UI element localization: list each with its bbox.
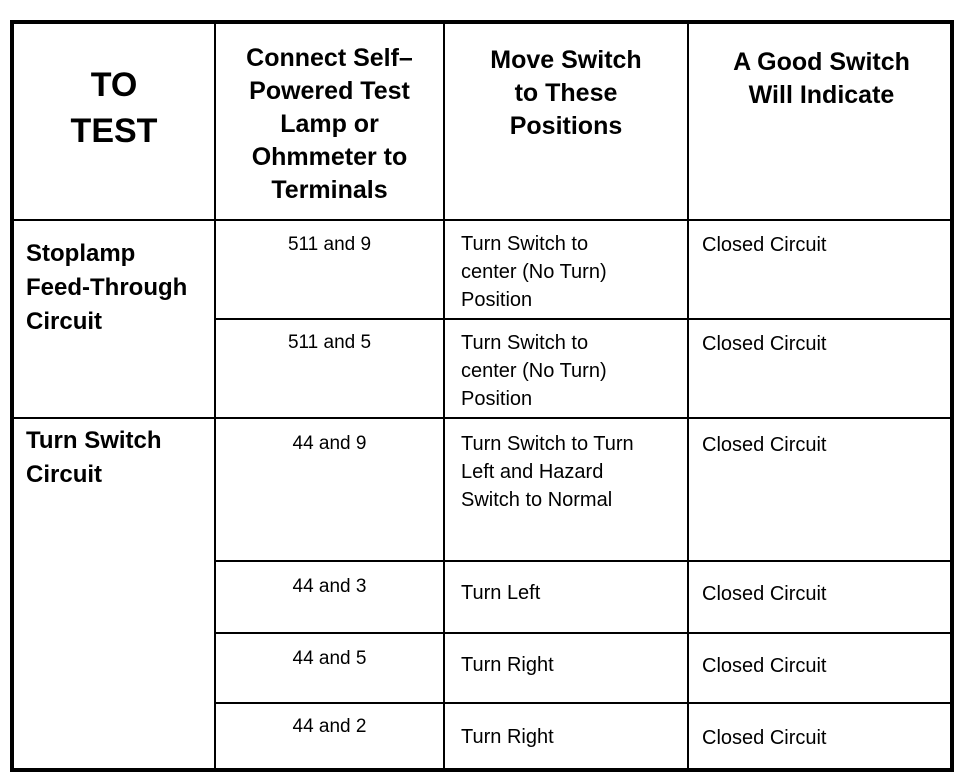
group-turn-switch-circuit: Turn Switch Circuit [26,427,162,488]
group-divider [14,417,950,419]
column-divider [687,24,689,768]
column-divider [214,24,216,768]
row-position: Turn Right [461,654,554,676]
row-terminals: 44 and 2 [292,716,367,737]
row-indication: Closed Circuit [702,655,827,677]
row-terminals: 511 and 9 [287,234,372,255]
row-position: Turn Left [461,582,541,604]
row-divider [214,632,950,634]
header-indication: A Good Switch Will Indicate [733,48,910,109]
row-divider [214,702,950,704]
row-position: Turn Right [461,726,554,748]
row-terminals: 44 and 3 [292,576,367,597]
row-terminals: 44 and 9 [292,433,367,454]
row-position: Turn Switch to center (No Turn) Position [461,332,607,410]
group-stoplamp-feed-through: Stoplamp Feed-Through Circuit [26,240,188,335]
row-position: Turn Switch to Turn Left and Hazard Swit… [461,433,634,511]
header-to-test: TO TEST [70,66,158,150]
header-positions: Move Switch to These Positions [490,46,642,140]
row-terminals: 511 and 5 [287,332,372,353]
row-divider [214,560,950,562]
row-indication: Closed Circuit [702,234,827,256]
switch-test-table: TO TEST Connect Self– Powered Test Lamp … [10,20,954,772]
column-divider [443,24,445,768]
header-divider [14,219,950,221]
row-indication: Closed Circuit [702,333,827,355]
row-indication: Closed Circuit [702,583,827,605]
row-divider [214,318,950,320]
row-indication: Closed Circuit [702,727,827,749]
row-position: Turn Switch to center (No Turn) Position [461,233,607,311]
row-terminals: 44 and 5 [292,648,367,669]
header-terminals: Connect Self– Powered Test Lamp or Ohmme… [246,44,413,204]
row-indication: Closed Circuit [702,434,827,456]
